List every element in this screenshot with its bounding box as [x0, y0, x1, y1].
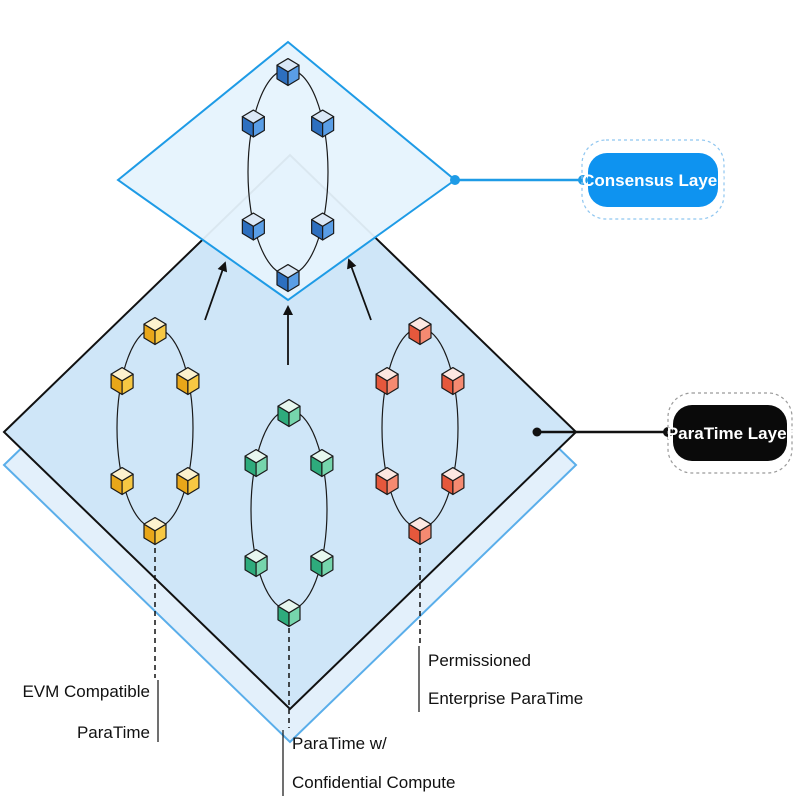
- consensus-layer-badge-halo: [581, 139, 725, 220]
- node-cube: [441, 366, 465, 396]
- cube-top-face: [310, 548, 334, 564]
- node-cube: [110, 466, 134, 496]
- enterprise-paratime-label-line-1: Permissioned: [428, 651, 531, 670]
- cube-top-face: [441, 466, 465, 482]
- cube-top-face: [244, 448, 268, 464]
- paratime-layer-badge: ParaTime Layer: [667, 392, 794, 474]
- enterprise-paratime-ring: [375, 316, 465, 546]
- cube-top-face: [277, 598, 301, 614]
- evm-paratime-ring: [110, 316, 200, 546]
- evm-paratime-caption: EVM Compatible ParaTime: [22, 680, 159, 742]
- consensus-layer-badge-pill: [588, 153, 718, 207]
- node-cube: [408, 516, 432, 546]
- cube-top-face: [408, 516, 432, 532]
- enterprise-paratime-caption: Permissioned Enterprise ParaTime: [418, 646, 583, 712]
- cube-top-face: [143, 316, 167, 332]
- node-cube: [375, 366, 399, 396]
- confidential-paratime-label-line-2: Confidential Compute: [292, 773, 455, 792]
- cube-top-face: [241, 109, 265, 124]
- cube-top-face: [244, 548, 268, 564]
- node-cube: [244, 548, 268, 578]
- arrow-evm-to-consensus: [204, 261, 228, 321]
- evm-paratime-label-line-2: ParaTime: [77, 723, 150, 742]
- confidential-paratime-label-line-1: ParaTime w/: [292, 734, 387, 753]
- node-cube: [408, 316, 432, 346]
- consensus-connector-dot-left: [450, 175, 460, 185]
- confidential-paratime-ring: [244, 398, 334, 628]
- paratime-layer-label: ParaTime Layer: [667, 424, 794, 443]
- paratime-connector-dot-left: [532, 427, 542, 437]
- node-cube: [311, 212, 335, 241]
- cube-top-face: [176, 366, 200, 382]
- node-cube: [310, 448, 334, 478]
- cube-top-face: [110, 466, 134, 482]
- cube-top-face: [143, 516, 167, 532]
- cube-top-face: [276, 57, 300, 73]
- node-cube: [176, 366, 200, 396]
- node-cube: [276, 57, 300, 87]
- consensus-layer-label: Consensus Layer: [582, 171, 724, 190]
- cube-top-face: [375, 466, 399, 482]
- paratime-layer-badge-pill: [673, 405, 787, 461]
- cube-top-face: [311, 212, 335, 227]
- node-cube: [277, 398, 301, 428]
- node-cube: [241, 212, 265, 241]
- node-cube: [143, 316, 167, 346]
- cube-top-face: [310, 448, 334, 464]
- cube-top-face: [276, 263, 300, 279]
- arrow-enterprise-to-consensus: [347, 258, 372, 321]
- node-cube: [441, 466, 465, 496]
- node-cube: [310, 548, 334, 578]
- enterprise-paratime-label-line-2: Enterprise ParaTime: [428, 689, 583, 708]
- node-cube: [143, 516, 167, 546]
- consensus-ring: [241, 57, 335, 293]
- node-cube: [277, 598, 301, 628]
- node-cube: [276, 263, 300, 293]
- node-cube: [110, 366, 134, 396]
- cube-top-face: [110, 366, 134, 382]
- confidential-paratime-caption: ParaTime w/ Confidential Compute: [282, 730, 455, 796]
- node-cube: [176, 466, 200, 496]
- cube-top-face: [441, 366, 465, 382]
- node-cube: [375, 466, 399, 496]
- cube-top-face: [375, 366, 399, 382]
- evm-paratime-label-line-1: EVM Compatible: [22, 682, 150, 701]
- cube-top-face: [241, 212, 265, 227]
- cube-top-face: [311, 109, 335, 124]
- leader-lines: [154, 548, 421, 728]
- cube-top-face: [408, 316, 432, 332]
- consensus-connector-dot-right: [578, 175, 588, 185]
- cube-top-face: [277, 398, 301, 414]
- consensus-connector: [450, 175, 588, 185]
- paratime-layer-badge-halo: [667, 392, 793, 474]
- cube-top-face: [176, 466, 200, 482]
- node-cube: [311, 109, 335, 138]
- consensus-layer-badge: Consensus Layer: [581, 139, 725, 220]
- node-cube: [241, 109, 265, 138]
- node-cube: [244, 448, 268, 478]
- upward-arrows: [204, 258, 372, 365]
